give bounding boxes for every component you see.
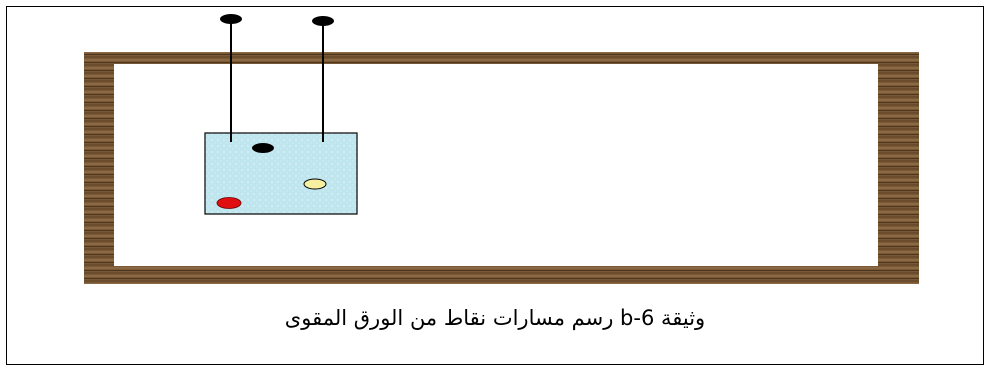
left-pin-head: [220, 14, 242, 24]
right-pin-head: [312, 16, 334, 26]
yellow-point: [303, 178, 327, 190]
diagram: [84, 14, 919, 284]
black-point: [252, 143, 274, 153]
outer-frame: [6, 6, 984, 365]
red-point: [216, 197, 242, 209]
figure-caption: وثيقة 6-b رسم مسارات نقاط من الورق المقو…: [284, 306, 706, 330]
